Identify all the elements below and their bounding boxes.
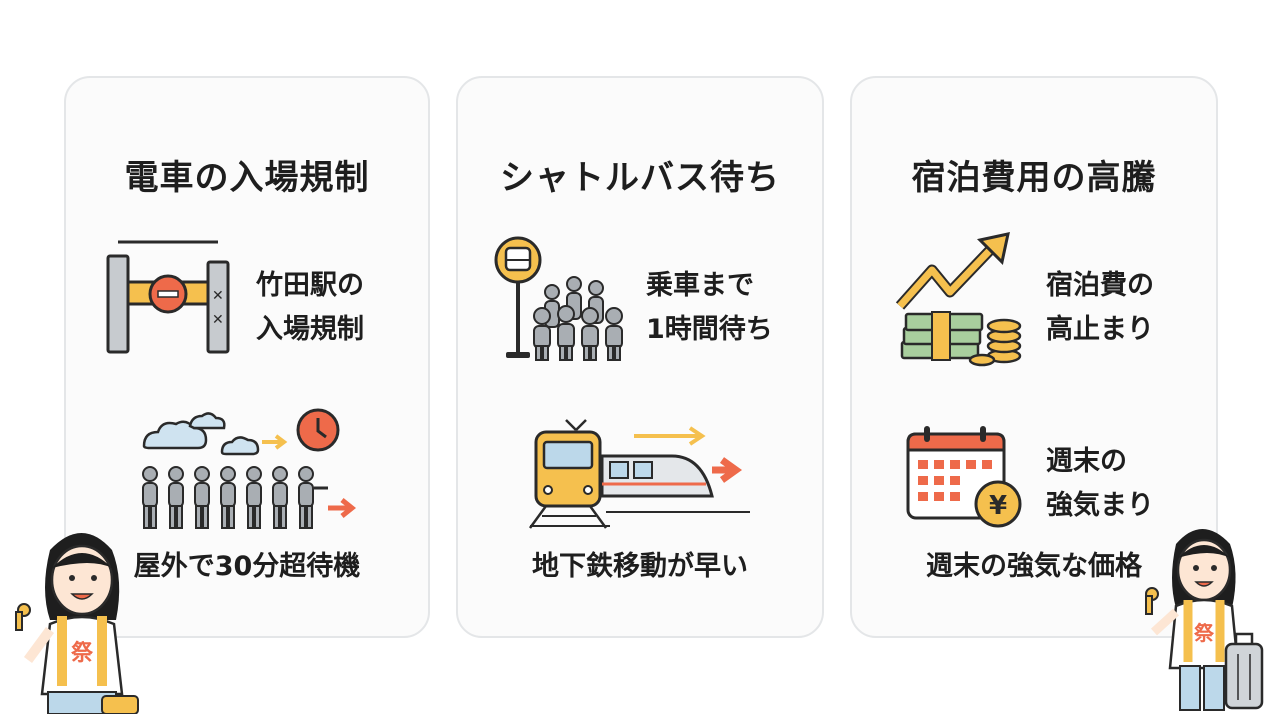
festival-girl-mascot-left: 祭	[15, 533, 139, 714]
svg-text:✕: ✕	[212, 312, 224, 328]
outdoor-queue-illustration	[142, 408, 357, 529]
yen-symbol: ¥	[989, 491, 1007, 521]
card-title-train: 電車の入場規制	[124, 158, 370, 198]
calendar-yen-icon: ¥	[906, 426, 1022, 528]
label-one-hour-wait: 乗車まで 1時間待ち	[646, 270, 773, 345]
mascot-right-shirt-text: 祭	[1193, 621, 1215, 645]
card-title-lodging: 宿泊費用の高騰	[911, 158, 1157, 198]
label-takeda-station: 竹田駅の 入場規制	[256, 270, 364, 345]
caption-subway-faster: 地下鉄移動が早い	[532, 551, 748, 582]
label-lodging-high: 宿泊費の 高止まり	[1046, 270, 1154, 345]
svg-text:✕: ✕	[212, 288, 224, 304]
festival-girl-mascot-right: 祭	[1145, 529, 1264, 711]
bus-stop-queue-icon	[494, 236, 623, 361]
card-title-shuttle: シャトルバス待ち	[500, 158, 780, 198]
caption-weekend-price: 週末の強気な価格	[926, 551, 1142, 582]
subway-train-illustration	[528, 419, 750, 529]
caption-outdoor-wait: 屋外で30分超待機	[133, 551, 361, 582]
label-weekend-high: 週末の 強気まり	[1046, 446, 1154, 521]
rising-price-money-icon	[895, 232, 1022, 367]
ticket-gate-icon: ✕ ✕	[106, 240, 230, 354]
mascot-left-shirt-text: 祭	[70, 640, 94, 666]
card-train-entry	[64, 76, 430, 638]
